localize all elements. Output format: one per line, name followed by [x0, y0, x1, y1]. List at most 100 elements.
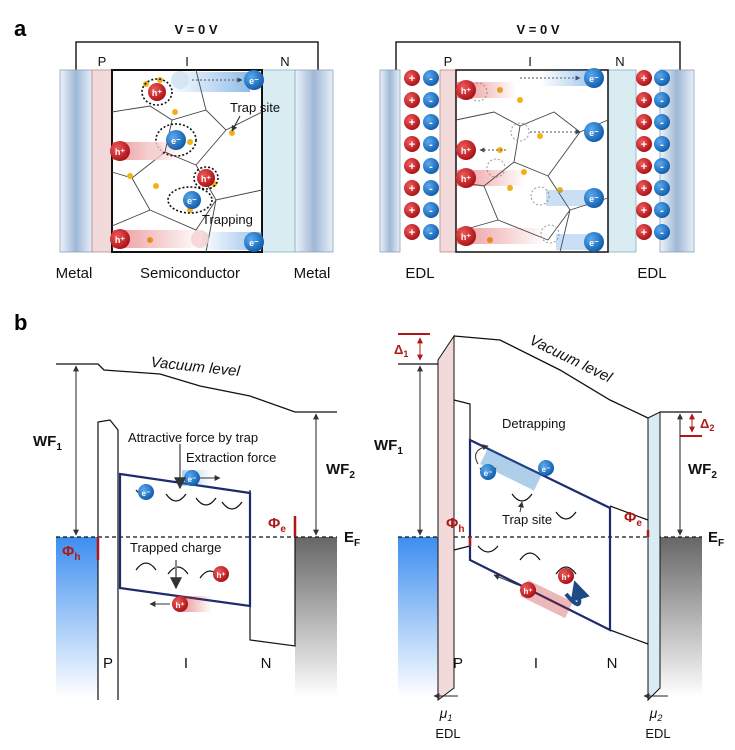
hole-label: h⁺	[216, 571, 225, 580]
svg-text:-: -	[429, 227, 433, 239]
svg-text:+: +	[409, 95, 415, 107]
p-region-strip	[91, 69, 113, 253]
electron-label: e⁻	[542, 465, 551, 474]
region-label-i: I	[528, 54, 532, 69]
vacuum-level-line	[453, 335, 649, 419]
trap-site-label: Trap site	[230, 100, 280, 115]
hole-ball	[520, 582, 536, 598]
vacuum-level-line	[56, 363, 337, 413]
metal-contact-left	[379, 69, 401, 253]
panel-label-b: b	[14, 310, 27, 335]
wf2-label: WF2	[326, 461, 355, 481]
edl-sign-labels-right: ++ ++ ++ ++ -- -- -- --	[641, 73, 664, 239]
edl-sign-labels-left: ++ ++ ++ ++ -- -- -- --	[409, 73, 433, 239]
vacuum-level-label: Vacuum level	[527, 332, 615, 387]
electron-ghost	[171, 71, 189, 89]
trap-wells-vb	[519, 552, 577, 575]
svg-text:+: +	[409, 161, 415, 173]
edl-charges-left: ++ ++ ++ ++ -- -- -- --	[404, 70, 439, 240]
n-edge-top	[609, 505, 649, 521]
svg-text:-: -	[660, 205, 664, 217]
svg-text:-: -	[429, 117, 433, 129]
svg-text:-: -	[660, 117, 664, 129]
electron-ball	[244, 232, 264, 252]
metal-fermi-fill-right	[660, 537, 702, 697]
svg-text:-: -	[429, 95, 433, 107]
svg-text:-: -	[660, 227, 664, 239]
electron-label: e⁻	[142, 489, 151, 498]
panel-a-left-device: V = 0 V P I N e⁻	[56, 22, 334, 282]
hole-motion-arrow	[493, 574, 519, 586]
wf2-label: WF2	[688, 461, 717, 481]
n-region-strip	[261, 69, 296, 253]
region-label-n: N	[607, 655, 618, 672]
electron-ball-trapped	[183, 191, 201, 209]
wf1-label: WF1	[33, 433, 62, 453]
svg-text:h⁺: h⁺	[461, 146, 471, 156]
hole-ball	[172, 596, 188, 612]
panel-label-a: a	[14, 16, 27, 41]
panel-b-left-band-diagram: Vacuum level WF1 WF2 Φh Φe EF e⁻ e⁻ h⁺ h…	[33, 354, 360, 700]
svg-text:-: -	[660, 183, 664, 195]
metal-fermi-fill-left	[56, 537, 98, 697]
svg-text:+: +	[409, 227, 415, 239]
svg-text:-: -	[660, 73, 664, 85]
svg-text:+: +	[641, 205, 647, 217]
trapping-label: Trapping	[202, 212, 253, 227]
svg-text:-: -	[429, 139, 433, 151]
hole-ball-trapped	[197, 169, 215, 187]
electron-label: e⁻	[188, 475, 197, 484]
trap-site-arrow	[231, 115, 241, 132]
electron-ball	[538, 460, 554, 476]
edl-slab-right	[647, 411, 661, 702]
electron-label: e⁻	[171, 136, 181, 146]
svg-text:-: -	[429, 73, 433, 85]
svg-text:+: +	[641, 161, 647, 173]
delta1-label: Δ1	[394, 342, 408, 359]
detrap-curl-arrow	[475, 444, 489, 465]
svg-text:+: +	[409, 183, 415, 195]
edl-label-left: EDL	[435, 726, 460, 741]
svg-text:h⁺: h⁺	[461, 86, 471, 96]
hole-ghost	[145, 142, 163, 160]
mu1-label: μ1	[439, 705, 453, 723]
panel-b-right-band-diagram: Vacuum level Δ1 Δ2 WF1 WF2 Φh Φe EF e⁻	[374, 332, 724, 741]
svg-text:+: +	[641, 227, 647, 239]
trap-site-label: Trap site	[502, 512, 552, 527]
svg-text:e⁻: e⁻	[589, 238, 599, 248]
svg-text:+: +	[641, 95, 647, 107]
svg-text:+: +	[409, 139, 415, 151]
region-label-i: I	[184, 655, 188, 672]
detrap-hole-arrow	[564, 580, 590, 607]
svg-text:-: -	[429, 205, 433, 217]
metal-fermi-fill-left	[398, 537, 438, 697]
edl-slab-left	[437, 334, 455, 701]
svg-text:-: -	[429, 183, 433, 195]
electron-ball	[184, 470, 200, 486]
hole-label: h⁺	[523, 587, 532, 596]
hole-ball-trapped	[148, 83, 166, 101]
trap-wells-vb	[135, 562, 221, 579]
hole-ball	[558, 568, 574, 584]
edl-charges-right: ++ ++ ++ ++ -- -- -- --	[636, 70, 670, 240]
svg-text:e⁻: e⁻	[589, 128, 599, 138]
svg-text:-: -	[660, 95, 664, 107]
edl-label-left: EDL	[405, 265, 434, 282]
edl-label-right: EDL	[645, 726, 670, 741]
hole-label: h⁺	[115, 235, 125, 245]
p-region-strip	[439, 69, 457, 253]
electron-ball	[138, 484, 154, 500]
svg-text:+: +	[641, 139, 647, 151]
edl-minus-column	[654, 70, 670, 240]
hole-ball	[213, 566, 229, 582]
vacuum-level-label: Vacuum level	[150, 354, 241, 380]
extraction-force-label: Extraction force	[186, 450, 276, 465]
semiconductor-block	[455, 69, 609, 253]
hole-label: h⁺	[561, 573, 570, 582]
svg-text:+: +	[641, 183, 647, 195]
intrinsic-band-box	[118, 472, 252, 608]
region-label-i: I	[185, 54, 189, 69]
edl-minus-column	[423, 70, 439, 240]
metal-contact-right	[294, 69, 334, 253]
